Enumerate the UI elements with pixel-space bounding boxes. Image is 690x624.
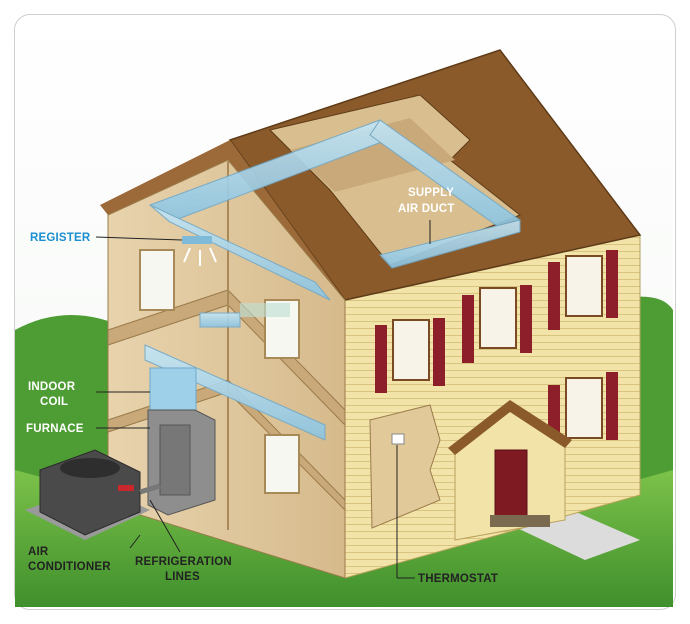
register-vent bbox=[182, 236, 212, 244]
thermostat-device bbox=[391, 433, 405, 445]
label-supply-air-duct-2: AIR DUCT bbox=[398, 203, 455, 215]
label-thermostat: THERMOSTAT bbox=[418, 573, 498, 585]
windows-exterior bbox=[375, 250, 618, 453]
roof-left-edge bbox=[100, 140, 345, 310]
label-air-conditioner-1: AIR bbox=[28, 546, 49, 558]
house-interior-cutaway bbox=[107, 119, 522, 579]
label-indoor-coil-2: COIL bbox=[40, 396, 68, 408]
label-furnace: FURNACE bbox=[26, 423, 84, 435]
label-air-conditioner-2: CONDITIONER bbox=[28, 561, 111, 573]
thermostat-cutaway bbox=[369, 404, 441, 529]
label-register: REGISTER bbox=[30, 232, 91, 244]
lawn bbox=[15, 470, 673, 607]
label-refrigeration-lines-1: REFRIGERATION bbox=[135, 556, 232, 568]
label-refrigeration-lines-2: LINES bbox=[165, 571, 200, 583]
front-porch bbox=[448, 400, 572, 541]
register-airflow bbox=[183, 247, 217, 266]
label-indoor-coil-1: INDOOR bbox=[28, 381, 76, 393]
air-conditioner bbox=[25, 449, 161, 540]
label-supply-air-duct-1: SUPPLY bbox=[408, 187, 454, 199]
leader-lines bbox=[95, 220, 431, 579]
front-door bbox=[494, 449, 528, 521]
